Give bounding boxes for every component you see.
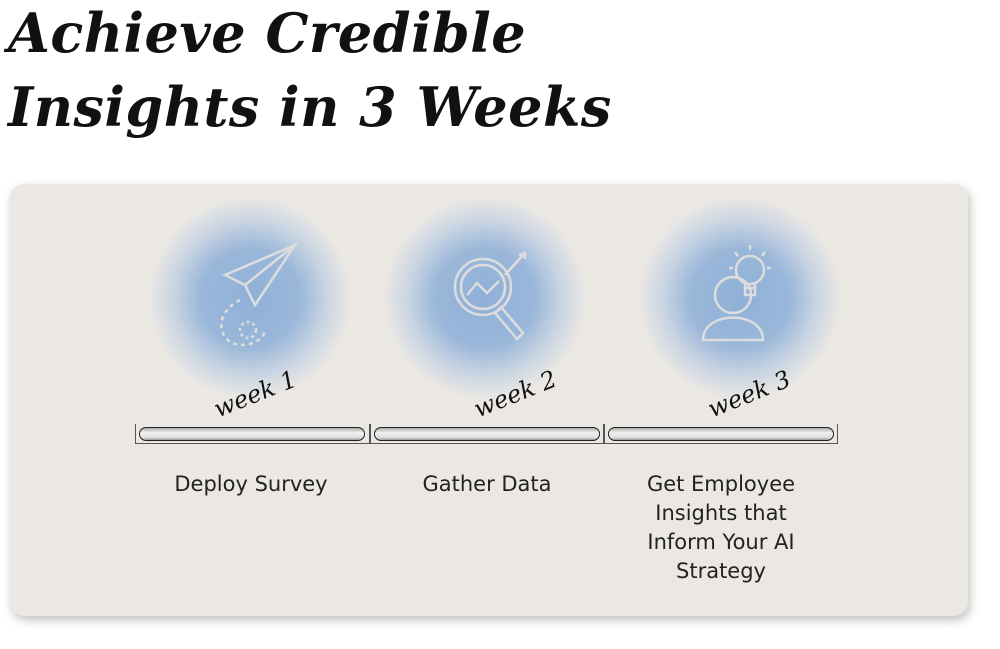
page-title: Achieve Credible Insights in 3 Weeks xyxy=(8,0,612,144)
step-label: Get Employee Insights that Inform Your A… xyxy=(646,472,796,583)
progress-bar-week-1 xyxy=(139,427,365,441)
timeline-bracket xyxy=(604,424,838,444)
progress-bar-week-3 xyxy=(608,427,834,441)
person-lightbulb-icon xyxy=(695,240,795,350)
step-label: Deploy Survey xyxy=(174,472,328,496)
step-label: Gather Data xyxy=(422,472,552,496)
glow xyxy=(385,198,585,398)
timeline-bracket xyxy=(135,424,370,444)
title-line-2: Insights in 3 Weeks xyxy=(8,75,612,139)
timeline-bracket xyxy=(370,424,604,444)
glow xyxy=(150,198,350,398)
paper-plane-icon xyxy=(210,240,310,350)
title-line-1: Achieve Credible xyxy=(8,1,527,65)
magnifier-chart-icon xyxy=(445,245,545,355)
progress-bar-week-2 xyxy=(374,427,600,441)
glow xyxy=(640,198,840,398)
